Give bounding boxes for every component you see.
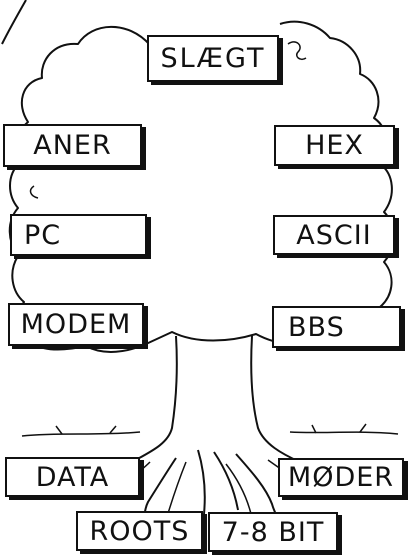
- label-7-8-bit: 7-8 BIT: [208, 512, 338, 552]
- label-slaegt: SLÆGT: [147, 35, 279, 82]
- label-modem: MODEM: [8, 303, 144, 346]
- label-aner: ANER: [3, 124, 142, 167]
- ground-line: [21, 431, 399, 437]
- ground-tick: [55, 423, 367, 435]
- root: [213, 451, 239, 511]
- root: [197, 449, 206, 515]
- crown-squiggle: [29, 185, 39, 199]
- label-ascii: ASCII: [273, 215, 395, 255]
- label-data: DATA: [5, 457, 140, 497]
- label-pc: PC: [10, 214, 147, 256]
- label-bbs: BBS: [272, 306, 401, 348]
- label-hex: HEX: [274, 125, 395, 166]
- crown-squiggle: [287, 41, 307, 61]
- corner-stroke: [1, 0, 27, 45]
- tree-trunk-right: [250, 335, 367, 479]
- label-roots: ROOTS: [76, 511, 203, 551]
- root: [225, 463, 253, 519]
- label-moder: MØDER: [278, 458, 404, 497]
